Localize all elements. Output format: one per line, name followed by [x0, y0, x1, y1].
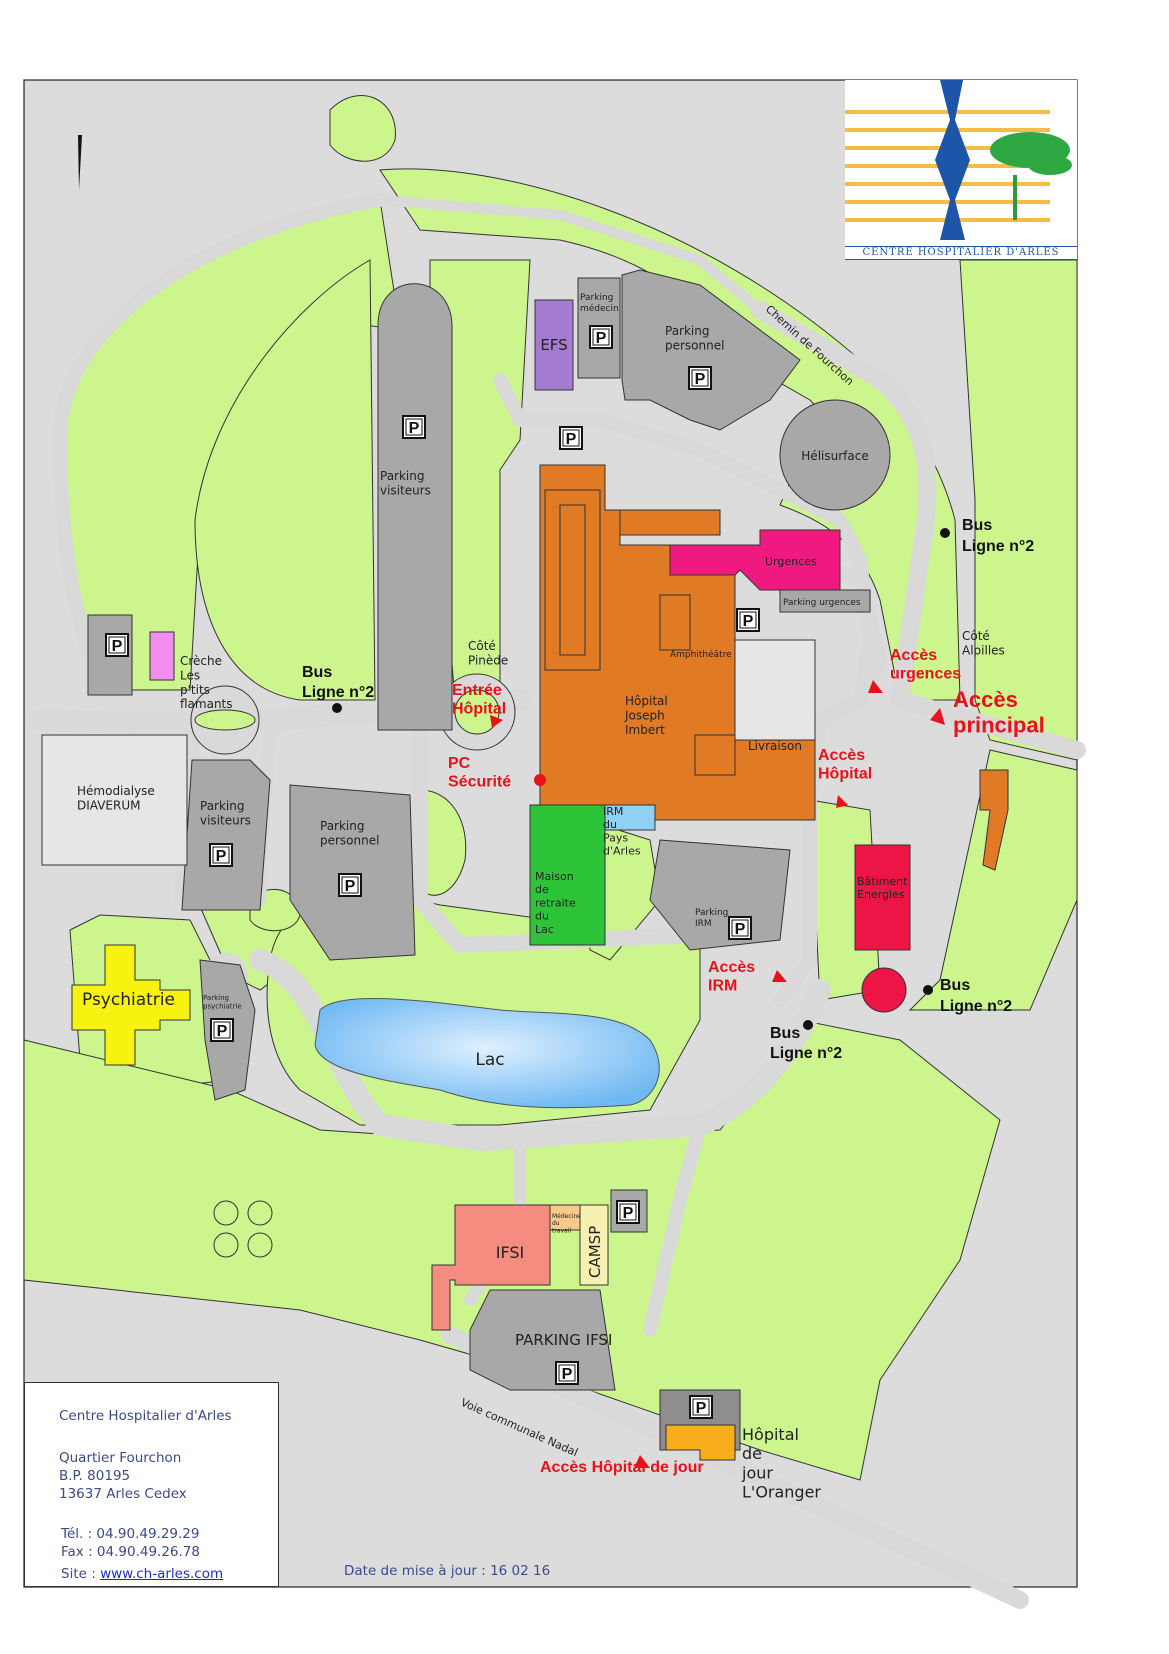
- phone-number: Tél. : 04.90.49.29.29: [61, 1526, 200, 1542]
- website-link[interactable]: www.ch-arles.com: [100, 1566, 224, 1582]
- ifsi-label: IFSI: [496, 1243, 525, 1262]
- parking-visiteurs-left: [181, 759, 271, 911]
- bus-label-line1: Bus: [940, 977, 970, 994]
- bus-label-line2: Ligne n°2: [962, 538, 1034, 555]
- address-line1: Quartier Fourchon: [59, 1450, 182, 1466]
- camsp-building: [579, 1204, 609, 1286]
- medecine-travail-building: [549, 1204, 581, 1231]
- website-line: Site : www.ch-arles.com: [61, 1566, 223, 1582]
- energies-building: [854, 844, 911, 951]
- camsp-label: CAMSP: [586, 1226, 604, 1278]
- lake: [314, 997, 660, 1109]
- bus-stop-dot: [923, 985, 933, 995]
- livraison-label: Livraison: [748, 739, 802, 753]
- road-network: [29, 193, 1086, 1609]
- bus-stop-dot: [803, 1020, 813, 1030]
- energies-tank: [861, 967, 907, 1013]
- parking-personnel-mid: [289, 784, 416, 961]
- bus-label-line2: Ligne n°2: [770, 1045, 842, 1062]
- info-box: Centre Hospitalier d'Arles Quartier Four…: [24, 1382, 279, 1587]
- parking-personnel-top: [621, 269, 801, 431]
- parking-areas: [87, 269, 871, 1451]
- roundabouts: [190, 673, 516, 1258]
- urgences-building: [669, 529, 841, 591]
- parking-ifsi-label: PARKING IFSI: [515, 1331, 612, 1349]
- bus-label-line1: Bus: [302, 664, 332, 681]
- parking-irm-area: [649, 839, 791, 951]
- helisurface-label: Hélisurface: [801, 449, 868, 463]
- logo-graphic: [845, 80, 1072, 240]
- urgences-label: Urgences: [765, 555, 817, 568]
- site-prefix: Site :: [61, 1566, 101, 1582]
- bus-label-line1: Bus: [770, 1025, 800, 1042]
- helisurface: Hélisurface: [779, 399, 891, 511]
- creche-building: [149, 631, 175, 681]
- fax-number: Fax : 04.90.49.26.78: [61, 1544, 200, 1560]
- annex-building-right: [979, 769, 1009, 871]
- bus-label-line2: Ligne n°2: [940, 998, 1012, 1015]
- bus-stops: [332, 528, 950, 1030]
- hopital-jour-building: [665, 1424, 736, 1461]
- parking-visiteurs-main: [377, 283, 453, 731]
- efs-label: EFS: [540, 336, 567, 354]
- bus-label-line2: Ligne n°2: [302, 684, 374, 701]
- efs-building: [534, 299, 574, 391]
- ifsi-building: [431, 1204, 551, 1331]
- bus-stop-dot: [940, 528, 950, 538]
- address-line3: 13637 Arles Cedex: [59, 1486, 187, 1502]
- hospital-name: Centre Hospitalier d'Arles: [59, 1408, 232, 1424]
- address-line2: B.P. 80195: [59, 1468, 131, 1484]
- parking-urgences-label: Parking urgences: [783, 598, 861, 608]
- acces-hopital-jour-label: Accès Hôpital de jour: [540, 1459, 704, 1476]
- access-markers: [490, 680, 945, 1468]
- north-arrow-icon: [78, 135, 82, 190]
- maison-retraite-building: [529, 804, 606, 946]
- psychiatrie-label: Psychiatrie: [82, 990, 175, 1010]
- bus-stop-dot: [332, 703, 342, 713]
- bus-labels: Bus Ligne n°2 Bus Ligne n°2 Bus Ligne n°…: [302, 517, 1034, 1062]
- bus-label-line1: Bus: [962, 517, 992, 534]
- hemodialyse-building: [41, 734, 188, 866]
- amphitheatre-label: Amphithéâtre: [670, 649, 732, 660]
- psychiatrie-building: [71, 944, 191, 1066]
- update-date: Date de mise à jour : 16 02 16: [344, 1563, 551, 1579]
- hospital-logo: CENTRE HOSPITALIER D'ARLES: [845, 80, 1077, 260]
- logo-text: CENTRE HOSPITALIER D'ARLES: [845, 246, 1077, 260]
- lac-label: Lac: [475, 1050, 504, 1070]
